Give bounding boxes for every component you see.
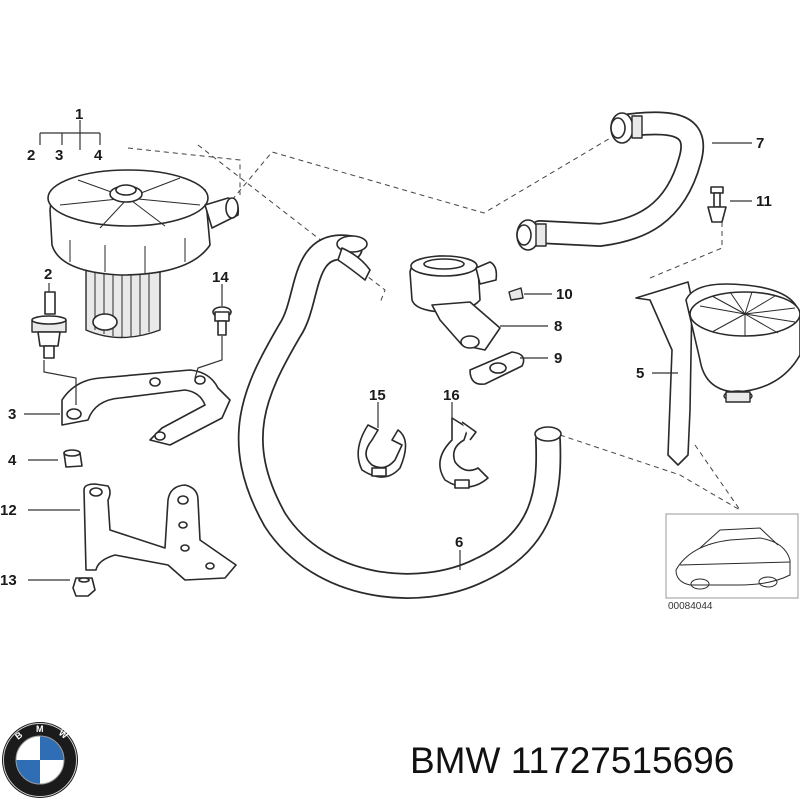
callout-10: 10 [556,286,573,303]
callout-2: 2 [44,266,52,283]
callout-12: 12 [0,502,17,519]
callout-11: 11 [756,193,772,210]
upper-hose [516,111,705,251]
nut [63,449,83,468]
callout-4-group: 4 [94,147,103,164]
bolt [212,306,232,336]
clip-pin [707,186,727,223]
callout-15: 15 [369,387,386,404]
footer-brand: BMW [410,740,501,781]
callout-4: 4 [8,452,17,469]
hex-nut [72,577,96,597]
svg-text:B: B [13,729,25,741]
rubber-mount [31,291,67,359]
hose-clip-a [357,424,407,478]
air-pump [47,169,240,339]
callout-3-group: 3 [55,147,63,164]
callout-9: 9 [554,350,562,367]
callout-16: 16 [443,387,460,404]
leader-lines [24,120,752,581]
hose-clip-b [439,417,489,489]
callout-8: 8 [554,318,562,335]
callout-6: 6 [455,534,463,551]
drawing-number: 00084044 [668,601,713,612]
callout-13: 13 [0,572,17,589]
long-hose [237,234,562,599]
callout-2-group: 2 [27,147,35,164]
bmw-roundel-logo: B M W [2,722,78,798]
callout-7: 7 [756,135,764,152]
callout-1: 1 [75,106,83,123]
filter-housing [635,281,800,466]
lower-bracket [83,483,237,581]
valve-insert [508,287,524,301]
footer-part-number: 11727515696 [510,740,735,781]
gasket [469,351,525,386]
callout-labels: 1 2 3 4 2 14 3 4 12 13 15 16 6 7 11 10 8… [0,106,772,589]
svg-text:M: M [36,724,44,734]
vehicle-inset: 00084044 [665,513,799,612]
support-bracket [61,369,231,446]
callout-5: 5 [636,365,644,382]
callout-14: 14 [212,269,229,286]
footer-part-label: BMW 11727515696 [410,740,734,782]
callout-3: 3 [8,406,16,423]
check-valve [409,255,501,351]
dashed-connection-lines [127,136,741,511]
